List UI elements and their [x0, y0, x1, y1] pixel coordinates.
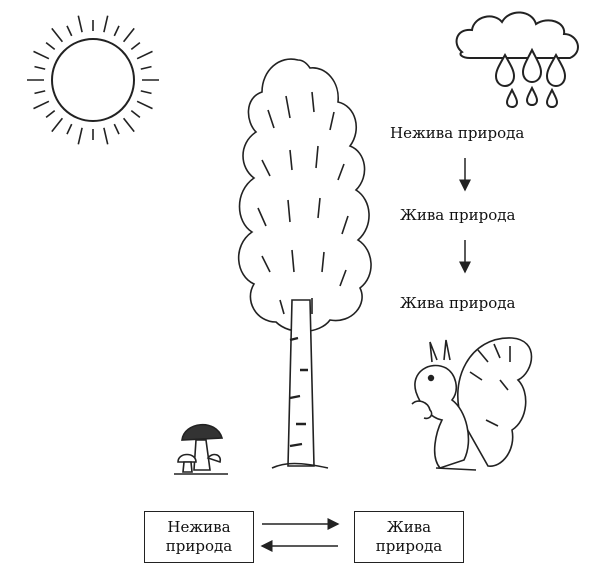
rain-cloud-icon: [455, 11, 579, 109]
sun-ray: [33, 50, 50, 60]
box-nonliving-line1: Нежива: [167, 518, 231, 536]
sun-ray: [113, 25, 120, 37]
sun-ray: [45, 109, 56, 119]
chain-label-living-2: Жива природа: [400, 294, 516, 312]
sun-ray: [122, 27, 135, 43]
sun-ray: [51, 27, 64, 43]
box-living-line1: Жива: [386, 518, 432, 536]
sun-ray: [33, 100, 50, 110]
sun-ray: [66, 123, 73, 135]
mushroom-icon: [174, 423, 228, 475]
sun-ray: [34, 90, 46, 95]
sun-ray: [136, 100, 153, 110]
sun-ray: [130, 41, 141, 51]
sun-ray: [113, 123, 120, 135]
sun-icon: [27, 15, 159, 145]
sun-ray: [34, 65, 46, 70]
box-nonliving-nature: Нежива природа: [144, 511, 254, 563]
box-living-line2: природа: [375, 537, 443, 555]
box-nonliving-line2: природа: [165, 537, 233, 555]
birch-tree-icon: [237, 58, 372, 469]
sun-ray: [77, 127, 83, 145]
sun-ray: [51, 117, 64, 133]
sun-ray: [103, 15, 109, 33]
sun-ray: [136, 50, 153, 60]
sun-ray: [77, 15, 83, 33]
sun-ray: [130, 109, 141, 119]
sun-ray: [66, 25, 73, 37]
sun-ray: [122, 117, 135, 133]
chain-label-nonliving: Нежива природа: [390, 124, 525, 142]
squirrel-icon: [411, 337, 533, 471]
sun-ray: [103, 127, 109, 145]
sun-ray: [140, 90, 152, 95]
box-living-nature: Жива природа: [354, 511, 464, 563]
sun-ray: [140, 65, 152, 70]
chain-label-living-1: Жива природа: [400, 206, 516, 224]
sun-ray: [45, 41, 56, 51]
